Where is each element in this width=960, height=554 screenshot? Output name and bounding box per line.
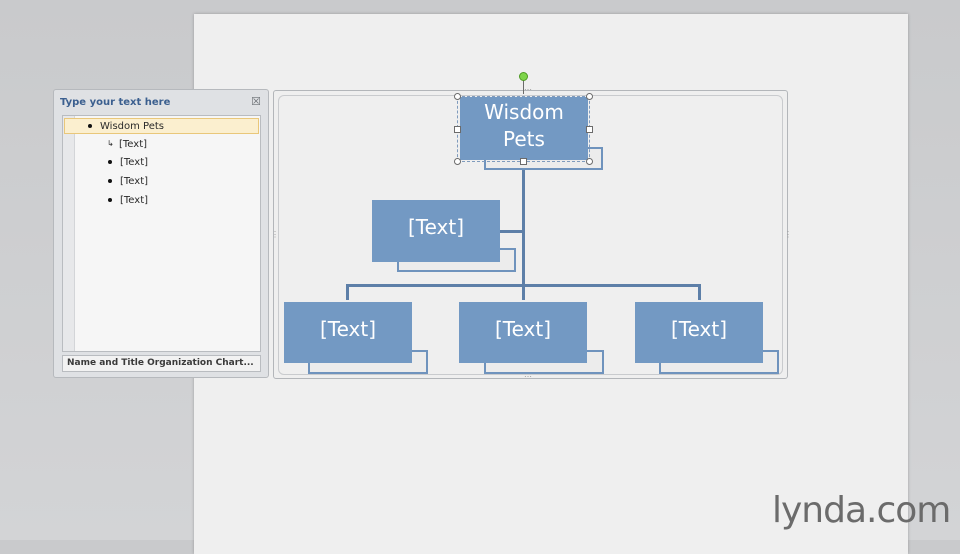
smartart-canvas bbox=[278, 95, 783, 375]
smartart-frame[interactable] bbox=[273, 90, 788, 379]
list-item-wisdom-pets[interactable]: Wisdom Pets bbox=[64, 118, 259, 134]
resize-handle[interactable] bbox=[586, 93, 593, 100]
rotate-handle-icon[interactable] bbox=[519, 72, 528, 81]
connector-child-3 bbox=[698, 284, 701, 300]
list-item[interactable]: ↳ [Text] bbox=[107, 136, 147, 152]
smartart-text-pane: Type your text here ☒ Wisdom Pets ↳ [Text… bbox=[53, 89, 269, 378]
selection-outline bbox=[457, 96, 590, 162]
text-pane-title: Type your text here bbox=[60, 97, 171, 108]
list-item-label: Wisdom Pets bbox=[100, 121, 164, 132]
lynda-logo: lynda.com bbox=[772, 490, 951, 531]
connector-child-1 bbox=[346, 284, 349, 300]
close-icon[interactable]: ☒ bbox=[251, 96, 261, 108]
list-item-label: [Text] bbox=[119, 139, 148, 150]
list-item-label: [Text] bbox=[120, 176, 149, 187]
frame-resize-handle-top[interactable]: ⋯ bbox=[524, 85, 532, 94]
layout-description-link[interactable]: Name and Title Organization Chart... bbox=[62, 355, 261, 372]
resize-handle[interactable] bbox=[520, 158, 527, 165]
connector-assistant bbox=[500, 230, 524, 233]
list-item[interactable]: [Text] bbox=[108, 174, 148, 190]
org-box-child-1[interactable]: [Text] bbox=[284, 302, 412, 363]
rotate-handle-stem bbox=[523, 80, 524, 94]
frame-resize-handle-left[interactable]: ⋮ bbox=[271, 230, 279, 239]
connector-vertical bbox=[522, 168, 525, 299]
frame-resize-handle-right[interactable]: ⋮ bbox=[784, 230, 792, 239]
text-pane-list[interactable]: Wisdom Pets ↳ [Text] [Text] [Text] [Text] bbox=[62, 115, 261, 352]
resize-handle[interactable] bbox=[586, 126, 593, 133]
list-item-label: [Text] bbox=[120, 195, 149, 206]
list-item-label: [Text] bbox=[120, 157, 149, 168]
resize-handle[interactable] bbox=[454, 158, 461, 165]
bullet-icon bbox=[108, 179, 112, 183]
resize-handle[interactable] bbox=[454, 93, 461, 100]
org-box-child-2[interactable]: [Text] bbox=[459, 302, 587, 363]
list-item[interactable]: [Text] bbox=[108, 193, 148, 209]
bullet-icon bbox=[108, 198, 112, 202]
resize-handle[interactable] bbox=[454, 126, 461, 133]
connector-child-2 bbox=[522, 284, 525, 300]
org-box-child-3[interactable]: [Text] bbox=[635, 302, 763, 363]
arrow-icon: ↳ bbox=[107, 139, 114, 148]
frame-resize-handle-bottom[interactable]: ⋯ bbox=[524, 372, 532, 381]
resize-handle[interactable] bbox=[586, 158, 593, 165]
bullet-icon bbox=[108, 160, 112, 164]
bullet-icon bbox=[88, 124, 92, 128]
org-box-top[interactable]: Wisdom Pets bbox=[460, 97, 588, 160]
org-box-assistant[interactable]: [Text] bbox=[372, 200, 500, 262]
list-item[interactable]: [Text] bbox=[108, 155, 148, 171]
